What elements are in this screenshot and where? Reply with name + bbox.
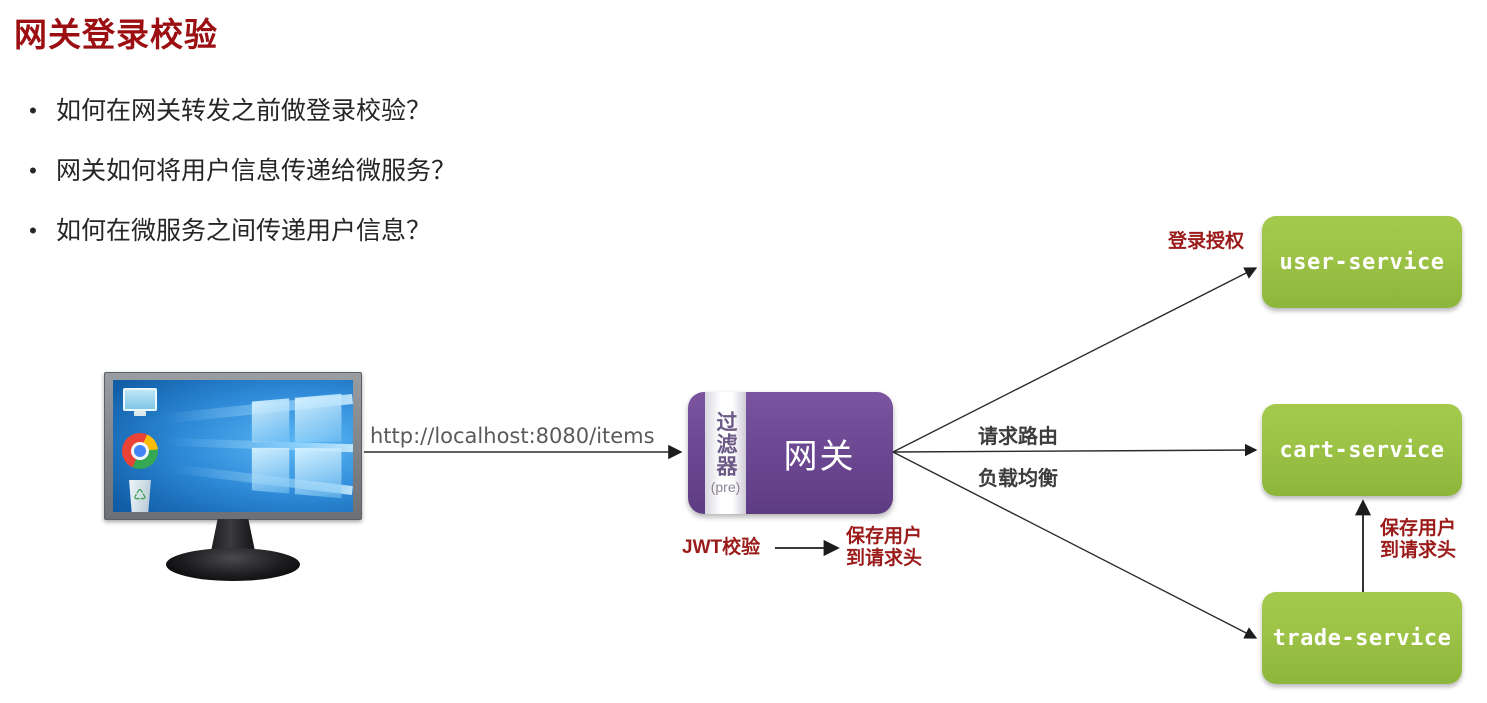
gateway-box[interactable]: 过滤器 (pre) 网关 <box>688 392 893 514</box>
desktop-icons <box>119 386 165 512</box>
client-monitor <box>104 372 366 584</box>
bullet-dot-icon: • <box>29 218 37 243</box>
windows-logo-icon <box>251 393 342 499</box>
monitor-base <box>166 548 300 581</box>
annotation-line-2: 到请求头 <box>846 548 923 569</box>
annotation-request-route: 请求路由 <box>978 426 1058 448</box>
service-box-trade-service[interactable]: trade-service <box>1262 592 1462 684</box>
gateway-filter-sublabel: (pre) <box>710 479 741 495</box>
request-url-label: http://localhost:8080/items <box>370 424 655 448</box>
list-item: • 如何在微服务之间传递用户信息？ <box>10 216 630 276</box>
arrow-gateway-to-trade-service <box>892 451 1258 639</box>
monitor-bezel <box>104 372 362 520</box>
arrow-gateway-to-user-service <box>892 267 1258 453</box>
annotation-save-user-to-header-trade: 保存用户 到请求头 <box>1380 518 1456 562</box>
annotation-save-user-to-header-gateway: 保存用户 到请求头 <box>846 526 922 570</box>
list-item: • 如何在网关转发之前做登录校验？ <box>10 96 630 156</box>
bullet-dot-icon: • <box>29 98 37 123</box>
service-box-user-service[interactable]: user-service <box>1262 216 1462 308</box>
bullet-list: • 如何在网关转发之前做登录校验？ • 网关如何将用户信息传递给微服务？ • 如… <box>10 96 630 276</box>
annotation-jwt-check: JWT校验 <box>682 537 761 558</box>
my-computer-icon[interactable] <box>119 386 161 426</box>
chrome-icon[interactable] <box>119 432 161 472</box>
annotation-line-1: 保存用户 <box>1380 518 1457 539</box>
recycle-bin-icon[interactable] <box>119 478 161 512</box>
bullet-text: 如何在微服务之间传递用户信息？ <box>56 217 432 245</box>
page-title: 网关登录校验 <box>14 16 218 53</box>
arrow-gateway-to-cart-service <box>892 443 1258 457</box>
bullet-text: 如何在网关转发之前做登录校验？ <box>56 97 432 125</box>
gateway-title: 网关 <box>783 437 856 476</box>
gateway-filter-strip: 过滤器 (pre) <box>705 392 746 514</box>
annotation-line-2: 到请求头 <box>1380 540 1457 561</box>
annotation-login-auth: 登录授权 <box>1168 231 1245 252</box>
monitor-screen <box>113 380 353 512</box>
gateway-filter-label: 过滤器 <box>714 411 737 477</box>
annotation-line-1: 保存用户 <box>846 526 923 547</box>
service-box-cart-service[interactable]: cart-service <box>1262 404 1462 496</box>
list-item: • 网关如何将用户信息传递给微服务？ <box>10 156 630 216</box>
annotation-load-balance: 负载均衡 <box>978 468 1058 490</box>
bullet-dot-icon: • <box>29 158 37 183</box>
bullet-text: 网关如何将用户信息传递给微服务？ <box>56 157 457 185</box>
